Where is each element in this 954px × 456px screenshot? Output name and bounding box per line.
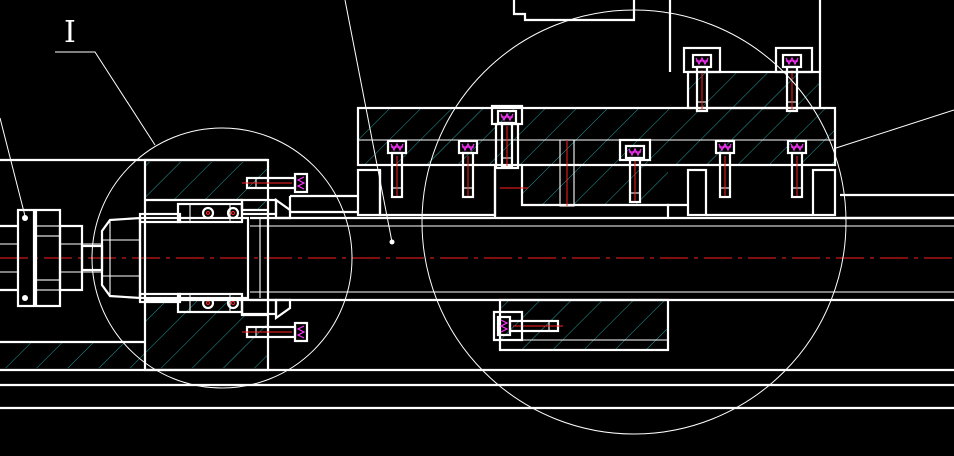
- detail-label: I: [64, 15, 76, 50]
- lower-carriage: [492, 298, 670, 352]
- coupling-nut: [0, 208, 142, 308]
- detail-circles: [91, 9, 847, 435]
- main-shaft: [250, 193, 954, 302]
- left-housing: [138, 158, 358, 372]
- frame-lines: [0, 158, 954, 410]
- bracket-bolts: [386, 46, 814, 204]
- leader-lines: [0, 0, 954, 245]
